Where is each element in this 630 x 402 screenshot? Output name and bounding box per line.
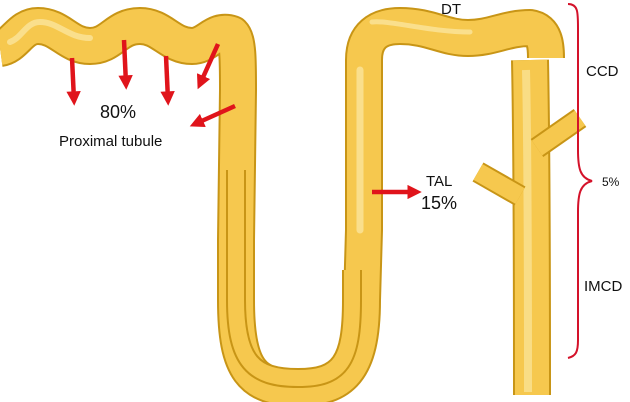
segment-bracket xyxy=(567,3,593,359)
arrow-proximal-1 xyxy=(66,57,81,106)
arrow-proximal-5 xyxy=(189,103,236,128)
arrow-proximal-3 xyxy=(160,55,175,106)
eighty-percent-label: 80% xyxy=(100,102,137,122)
imcd-label: IMCD xyxy=(584,278,623,295)
proximal-tubule-label: Proximal tubule xyxy=(59,133,163,150)
arrow-proximal-4 xyxy=(196,43,221,90)
collecting-duct xyxy=(472,59,587,396)
arrow-proximal-2 xyxy=(118,39,133,90)
tal-label: TAL xyxy=(426,173,453,190)
tubule-fill xyxy=(0,9,563,402)
fifteen-percent-label: 15% xyxy=(421,193,458,213)
five-percent-label: 5% xyxy=(602,175,620,189)
tubule-outline xyxy=(0,7,565,402)
ccd-label: CCD xyxy=(586,63,619,80)
reabsorption-arrows xyxy=(66,39,422,200)
dt-label: DT xyxy=(441,1,461,18)
nephron-tubule xyxy=(0,7,565,402)
